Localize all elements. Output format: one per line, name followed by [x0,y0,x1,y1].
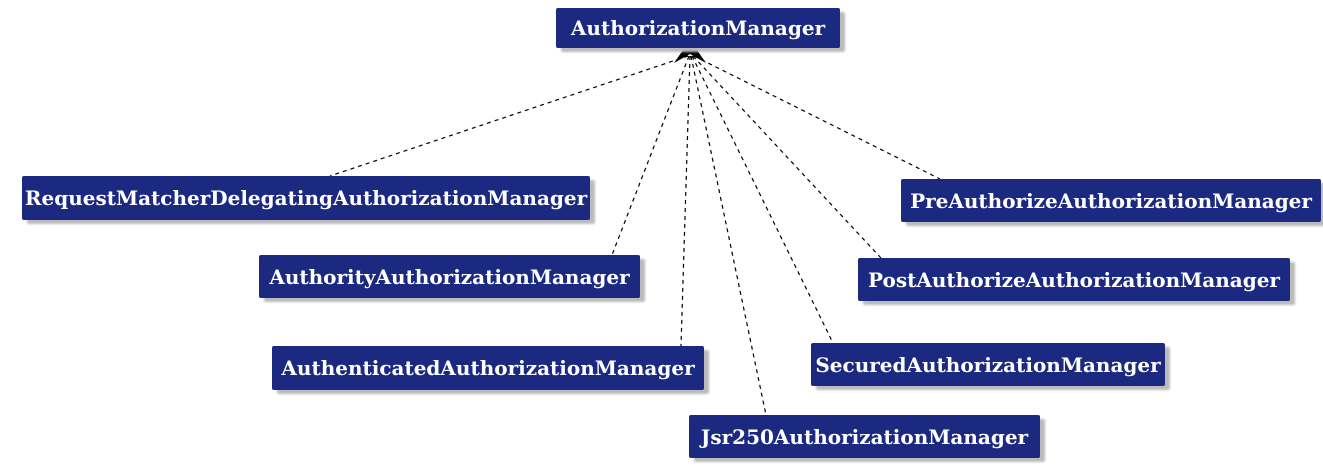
arrowhead-to-authorization-manager [674,40,706,63]
node-post-authorize-authorization-manager: PostAuthorizeAuthorizationManager [858,258,1290,301]
edge-to-authenticated [680,55,691,347]
node-pre-authorize-authorization-manager: PreAuthorizeAuthorizationManager [901,179,1321,222]
node-label: AuthorityAuthorizationManager [269,264,630,289]
node-authenticated-authorization-manager: AuthenticatedAuthorizationManager [272,346,704,390]
node-secured-authorization-manager: SecuredAuthorizationManager [811,343,1165,386]
edge-to-jsr250 [690,55,767,416]
node-request-matcher-delegating-authorization-manager: RequestMatcherDelegatingAuthorizationMan… [22,176,590,220]
edge-to-post-authorize [692,55,882,259]
node-authorization-manager: AuthorizationManager [556,8,840,48]
edge-to-secured [691,55,834,344]
edge-to-authority [611,55,690,256]
node-label: AuthenticatedAuthorizationManager [281,356,695,380]
node-label: PostAuthorizeAuthorizationManager [868,267,1280,292]
node-label: SecuredAuthorizationManager [815,352,1161,377]
edge-to-pre-authorize [693,55,941,180]
node-authority-authorization-manager: AuthorityAuthorizationManager [259,255,640,298]
edge-to-request-matcher-delegating [329,55,689,177]
node-label: RequestMatcherDelegatingAuthorizationMan… [24,186,588,210]
node-jsr250-authorization-manager: Jsr250AuthorizationManager [689,415,1040,458]
node-label: AuthorizationManager [570,16,826,40]
node-label: Jsr250AuthorizationManager [700,424,1029,449]
node-label: PreAuthorizeAuthorizationManager [910,188,1312,213]
